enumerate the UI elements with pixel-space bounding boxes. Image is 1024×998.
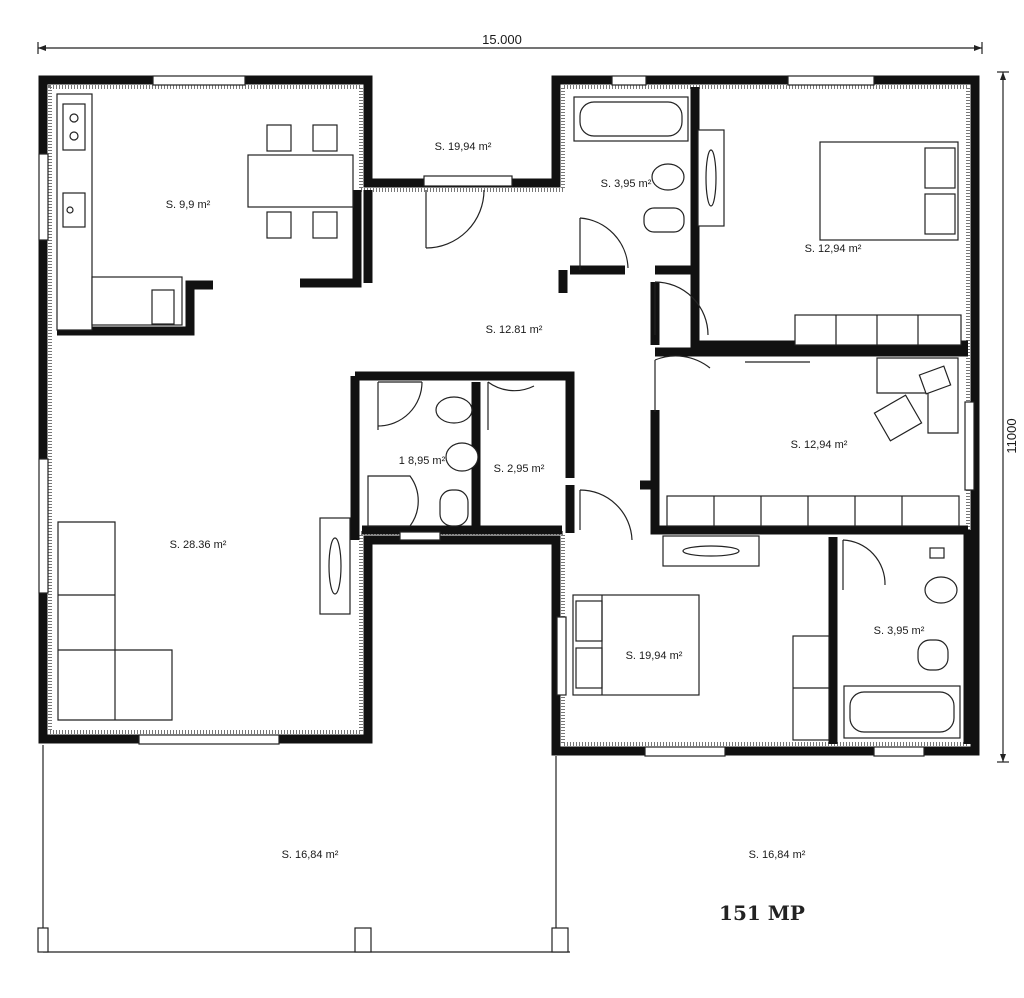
- room-label-bedroom-top: S. 12,94 m²: [805, 243, 862, 255]
- width-dimension-label: 15.000: [482, 32, 522, 47]
- bedroom-top-furniture: [794, 141, 962, 346]
- study-furniture: [666, 357, 960, 527]
- room-labels: S. 9,9 m² S. 19,94 m² S. 3,95 m² S. 12,9…: [166, 141, 925, 861]
- bath-top-furniture: [573, 96, 725, 233]
- room-label-living: S. 28.36 m²: [170, 539, 227, 551]
- height-dimension: 11000: [997, 71, 1019, 763]
- room-label-hall: S. 12.81 m²: [486, 324, 543, 336]
- kitchen-furniture: [56, 93, 354, 331]
- room-label-bath-top: S. 3,95 m²: [601, 178, 652, 190]
- room-label-wc-center: S. 2,95 m²: [494, 463, 545, 475]
- bath-center-furniture: [367, 396, 479, 527]
- windows: [38, 75, 975, 757]
- room-label-study: S. 12,94 m²: [791, 439, 848, 451]
- room-label-corridor-top: S. 19,94 m²: [435, 141, 492, 153]
- room-label-kitchen: S. 9,9 m²: [166, 199, 211, 211]
- room-label-terrace-left: S. 16,84 m²: [282, 849, 339, 861]
- doors: [377, 189, 886, 590]
- room-label-bath-bottom: S. 3,95 m²: [874, 625, 925, 637]
- interior-walls: [57, 87, 973, 744]
- room-label-bath-center: 1 8,95 m²: [399, 455, 446, 467]
- room-label-bedroom-bottom: S. 19,94 m²: [626, 650, 683, 662]
- terrace: [37, 745, 570, 953]
- room-label-terrace-right: S. 16,84 m²: [749, 849, 806, 861]
- width-dimension: 15.000: [37, 32, 983, 54]
- model-name: 151 MP: [719, 901, 805, 925]
- bedroom-bottom-furniture: [572, 535, 830, 741]
- living-furniture: [57, 517, 351, 721]
- height-dimension-label: 11000: [1004, 418, 1019, 453]
- bath-bottom-furniture: [843, 547, 961, 739]
